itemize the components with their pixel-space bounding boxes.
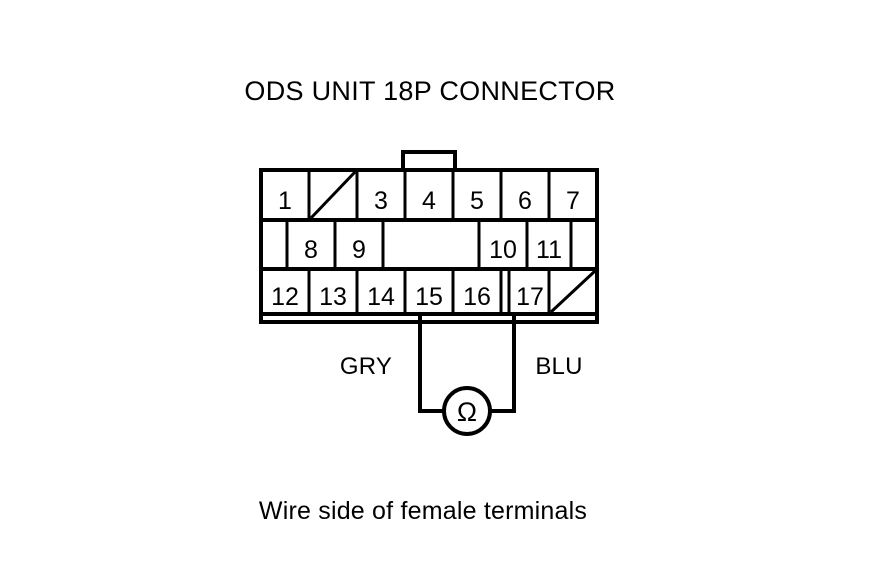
pin-label-1: 1 [278,187,292,215]
omega-icon: Ω [457,397,477,427]
ohmmeter-circle [442,386,492,436]
pin-label-14: 14 [367,283,395,311]
connector-row-top [307,170,551,220]
connector-row-bottom-labels: 12 13 14 15 16 17 [271,283,544,311]
blank-terminal-slash-bottom [549,269,597,314]
wire-label-blu: BLU [535,353,582,380]
pin-label-17: 17 [516,283,544,311]
right-test-lead [485,312,516,413]
diagram-title: ODS UNIT 18P CONNECTOR [244,76,615,106]
ohmmeter: Ω [442,386,492,436]
connector-locking-tab [401,150,457,172]
left-test-lead [418,312,449,413]
pin-label-8: 8 [304,236,318,264]
connector-outer-housing [259,168,599,324]
pin-label-9: 9 [352,236,366,264]
connector-row-middle-labels: 8 9 10 11 [304,236,562,264]
pin-label-12: 12 [271,283,299,311]
pin-label-4: 4 [422,187,436,215]
diagram-caption: Wire side of female terminals [259,497,587,525]
pin-label-5: 5 [470,187,484,215]
test-leads [418,312,516,413]
pin-label-3: 3 [374,187,388,215]
connector-row-middle [285,220,573,269]
connector-row-top-labels: 1 3 4 5 6 7 [278,187,580,215]
pin-label-15: 15 [415,283,443,311]
wire-label-gry: GRY [340,353,392,380]
pin-label-10: 10 [489,236,517,264]
pin-label-7: 7 [566,187,580,215]
connector-body [259,150,599,324]
pin-label-13: 13 [319,283,347,311]
blank-terminal-slash-top [309,170,357,220]
pin-label-16: 16 [463,283,491,311]
pin-label-6: 6 [518,187,532,215]
pin-label-11: 11 [536,236,562,264]
connector-row-bottom [307,269,597,314]
